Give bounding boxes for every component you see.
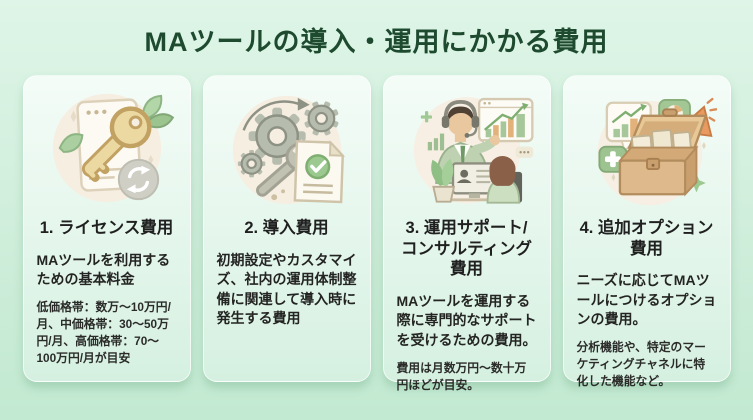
card-detail: 分析機能や、特定のマーケティングチャネルに特化した機能など。	[576, 340, 706, 389]
sparkle-icon	[611, 173, 615, 181]
plant-icon	[430, 158, 455, 203]
card-summary: ニーズに応じてMAツールにつけるオプションの費用。	[576, 272, 717, 328]
card-summary: 初期設定やカスタマイズ、社内の運用体制整備に関連して導入時に発生する費用	[216, 251, 357, 327]
refresh-icon	[117, 158, 159, 201]
cost-cards: 1. ライセンス費用 MAツールを利用するための基本料金 低価格帯：数万〜10万…	[0, 75, 753, 392]
key-license-illustration	[37, 84, 177, 212]
card-detail: 費用は月数万円〜数十万円ほどが目安。	[396, 360, 527, 392]
mini-bar-chart-icon	[427, 133, 444, 150]
arrow-icon	[242, 97, 310, 131]
setup-illustration-svg	[232, 95, 345, 205]
card-implementation-cost: 2. 導入費用 初期設定やカスタマイズ、社内の運用体制整備に関連して導入時に発生…	[202, 75, 371, 382]
card-detail: 低価格帯：数万〜10万円/月、中価格帯：30〜50万円/月、高価格帯：70〜10…	[36, 299, 171, 366]
card-title: 1. ライセンス費用	[39, 219, 174, 237]
gear-icon	[303, 101, 338, 136]
checklist-document-icon	[293, 140, 345, 204]
card-addon-option-cost: 4. 追加オプション 費用 ニーズに応じてMAツールにつけるオプションの費用。 …	[562, 75, 731, 388]
card-title: 3. 運用サポート/ コンサルティング費用	[400, 219, 532, 279]
sound-lines-icon	[706, 97, 717, 122]
toolbox-icon	[617, 107, 707, 197]
sparkle-icon	[70, 110, 76, 123]
card-title: 2. 導入費用	[244, 219, 329, 237]
customer-icon	[486, 155, 522, 204]
toolbox-options-illustration	[577, 84, 717, 212]
card-license-cost: 1. ライセンス費用 MAツールを利用するための基本料金 低価格帯：数万〜10万…	[22, 75, 191, 382]
card-support-consulting-cost: 3. 運用サポート/ コンサルティング費用 MAツールを運用する際に専門的なサポ…	[382, 75, 551, 392]
support-consulting-illustration	[397, 84, 537, 212]
sparkle-icon	[701, 141, 706, 149]
leaf-icon	[140, 94, 174, 129]
options-illustration-svg	[597, 97, 717, 205]
sparkle-icon	[147, 154, 153, 165]
card-title: 4. 追加オプション 費用	[579, 219, 714, 258]
card-summary: MAツールを運用する際に専門的なサポートを受けるための費用。	[396, 292, 537, 349]
card-summary: MAツールを利用するための基本料金	[36, 251, 171, 288]
gears-setup-illustration	[217, 84, 357, 212]
page-title: MAツールの導入・運用にかかる費用	[144, 27, 609, 57]
support-illustration-svg	[413, 96, 533, 204]
plus-sparkle-icon	[420, 110, 432, 122]
key-icon	[81, 106, 152, 182]
gear-icon	[237, 150, 265, 178]
leaf-icon	[58, 133, 83, 153]
dots-bubble-icon	[515, 146, 533, 158]
license-illustration-svg	[52, 93, 174, 203]
gear-icon	[248, 107, 306, 165]
